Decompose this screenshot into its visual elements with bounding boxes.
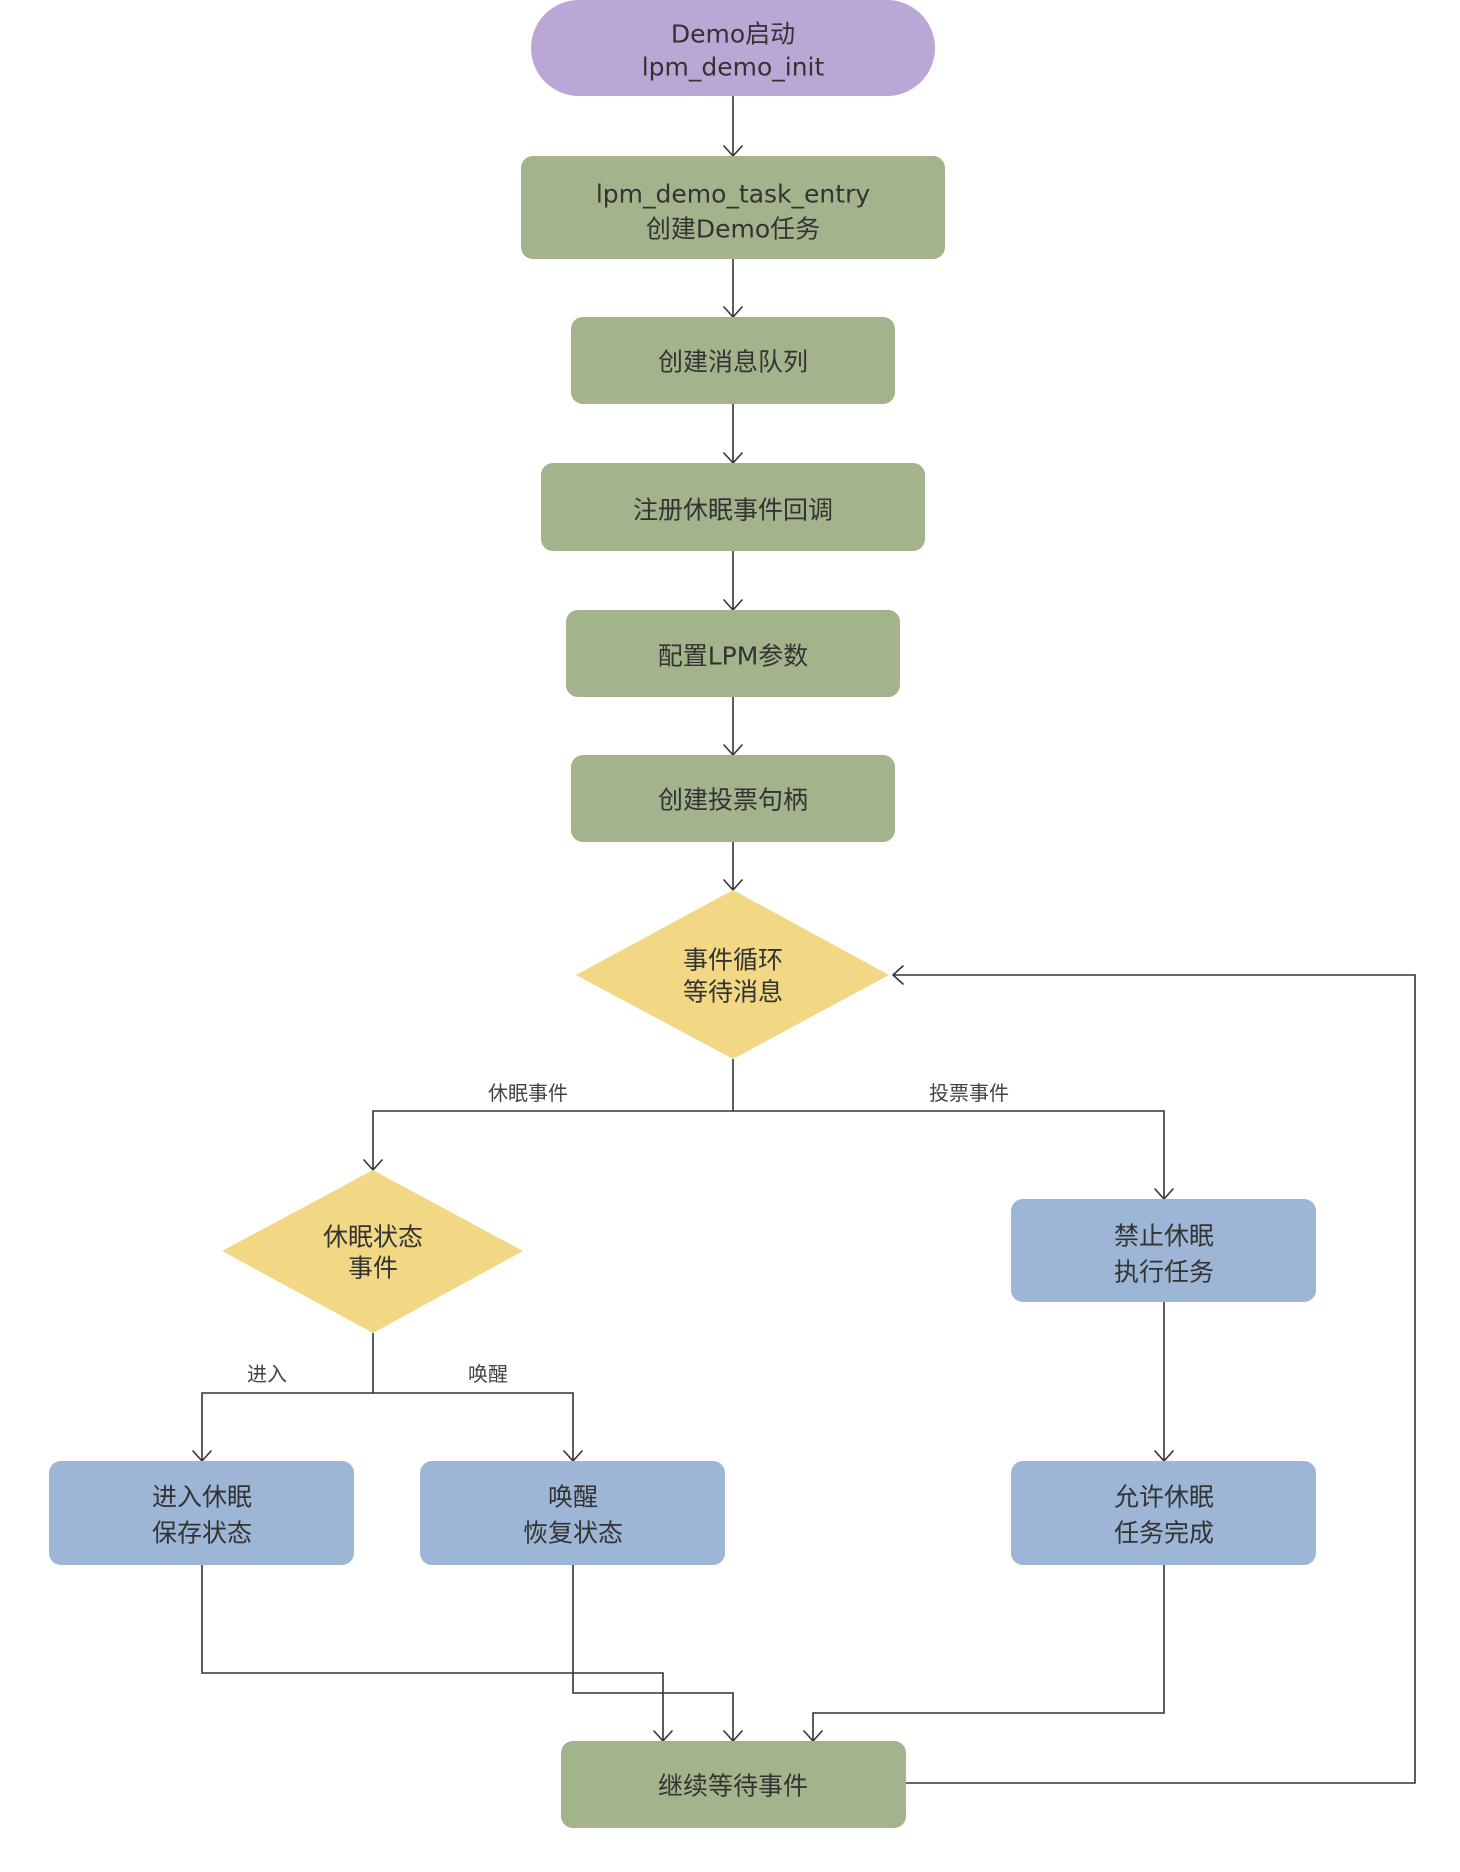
allow-sleep-line1: 允许休眠: [1114, 1483, 1214, 1512]
arrowhead: [892, 965, 904, 985]
node-enter-sleep: 进入休眠 保存状态: [49, 1461, 354, 1565]
allow-sleep-box: [1011, 1461, 1316, 1565]
sleep-state-line2: 事件: [348, 1254, 398, 1283]
node-register-callback: 注册休眠事件回调: [541, 463, 925, 551]
node-create-queue: 创建消息队列: [571, 317, 895, 404]
edge-continue-to-loop: [893, 974, 1416, 1784]
edge-wakeup-to-continue: [572, 1565, 734, 1741]
label-sleep-event: 休眠事件: [488, 1081, 568, 1105]
forbid-sleep-box: [1011, 1199, 1316, 1302]
edge-allow-to-continue: [812, 1565, 1165, 1741]
edge-sleep-to-wakeup: [373, 1392, 574, 1461]
node-sleep-state: 休眠状态 事件: [222, 1170, 523, 1333]
task-entry-line2: 创建Demo任务: [646, 215, 820, 244]
forbid-sleep-line1: 禁止休眠: [1114, 1222, 1214, 1251]
start-line2: lpm_demo_init: [642, 53, 825, 82]
register-callback-box: [541, 463, 925, 551]
node-config-lpm: 配置LPM参数: [566, 610, 900, 697]
config-lpm-box: [566, 610, 900, 697]
label-vote-event: 投票事件: [929, 1081, 1009, 1105]
create-queue-label: 创建消息队列: [658, 348, 808, 377]
edge-loop-to-sleep-state: [372, 1110, 733, 1170]
register-callback-label: 注册休眠事件回调: [633, 496, 833, 525]
node-event-loop: 事件循环 等待消息: [576, 890, 889, 1059]
config-lpm-label: 配置LPM参数: [658, 642, 809, 671]
event-loop-diamond: [576, 890, 889, 1059]
enter-sleep-line1: 进入休眠: [152, 1483, 252, 1512]
allow-sleep-line2: 任务完成: [1114, 1519, 1214, 1548]
sleep-state-line1: 休眠状态: [323, 1223, 423, 1252]
event-loop-line2: 等待消息: [683, 978, 783, 1007]
node-task-entry: lpm_demo_task_entry 创建Demo任务: [521, 156, 945, 259]
start-line1: Demo启动: [671, 20, 795, 49]
wakeup-box: [420, 1461, 725, 1565]
node-allow-sleep: 允许休眠 任务完成: [1011, 1461, 1316, 1565]
create-queue-box: [571, 317, 895, 404]
create-vote-box: [571, 755, 895, 842]
start-terminal: [531, 0, 935, 96]
node-start: Demo启动 lpm_demo_init: [531, 0, 935, 96]
continue-wait-label: 继续等待事件: [658, 1772, 808, 1801]
edge-enter-to-continue: [201, 1565, 664, 1741]
enter-sleep-line2: 保存状态: [152, 1519, 252, 1548]
forbid-sleep-line2: 执行任务: [1114, 1258, 1214, 1287]
enter-sleep-box: [49, 1461, 354, 1565]
sleep-state-diamond: [222, 1170, 523, 1333]
task-entry-line1: lpm_demo_task_entry: [596, 180, 870, 209]
continue-wait-box: [561, 1741, 906, 1828]
node-create-vote: 创建投票句柄: [571, 755, 895, 842]
edge-sleep-to-enter: [201, 1392, 373, 1461]
label-wake: 唤醒: [468, 1362, 508, 1386]
task-entry-box: [521, 156, 945, 259]
wakeup-line1: 唤醒: [548, 1483, 598, 1512]
connectors: [192, 96, 1416, 1784]
wakeup-line2: 恢复状态: [523, 1519, 623, 1548]
create-vote-label: 创建投票句柄: [658, 786, 808, 815]
label-enter: 进入: [247, 1362, 287, 1386]
node-wakeup: 唤醒 恢复状态: [420, 1461, 725, 1565]
edge-labels: 休眠事件 投票事件 进入 唤醒: [247, 1081, 1009, 1386]
node-forbid-sleep: 禁止休眠 执行任务: [1011, 1199, 1316, 1302]
event-loop-line1: 事件循环: [683, 946, 783, 975]
node-continue-wait: 继续等待事件: [561, 1741, 906, 1828]
edge-loop-to-forbid: [733, 1110, 1165, 1199]
